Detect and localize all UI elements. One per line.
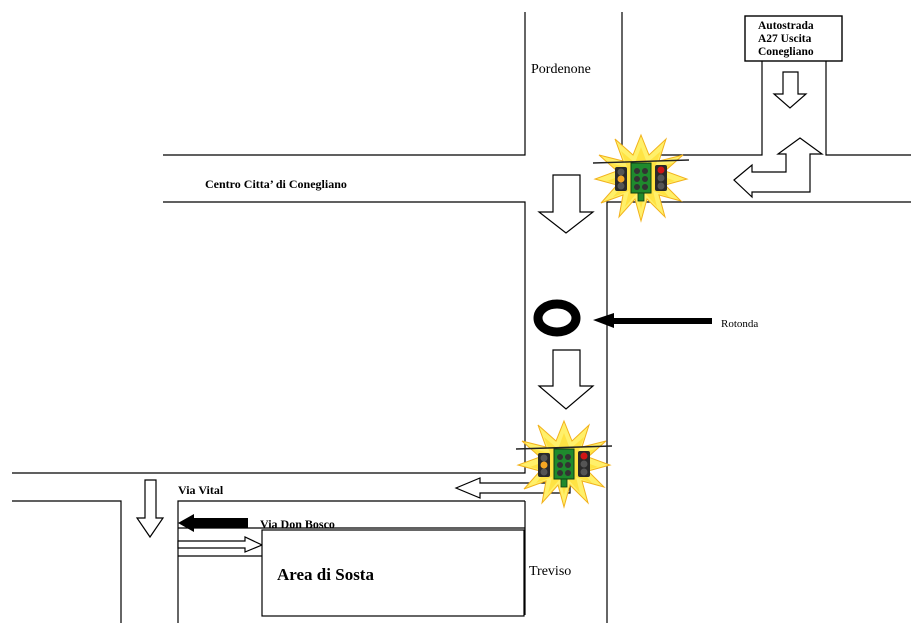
autostrada-sign: Autostrada A27 Uscita Conegliano: [744, 15, 843, 62]
road-pordenone-left-edge: [163, 12, 526, 156]
road-pordenone-right-edge: [621, 12, 763, 156]
road-via-vital-lower-edge: [12, 500, 122, 623]
road-centro-lower-edge: [12, 201, 526, 474]
autostrada-line-3: Conegliano: [758, 46, 814, 58]
label-pordenone: Pordenone: [531, 62, 591, 77]
label-area-di-sosta: Area di Sosta: [277, 565, 374, 584]
parking-entry-arrow: [177, 536, 264, 553]
autostrada-line-2: A27 Uscita: [758, 33, 812, 45]
road-network: [12, 12, 911, 623]
autostrada-exit-down-arrow: [772, 71, 808, 109]
road-via-don-bosco-upper-edge: [177, 500, 525, 623]
parking-area-box: [261, 529, 525, 617]
roundabout-pointer-arrow: [593, 313, 712, 328]
roundabout-icon: [533, 299, 581, 337]
traffic-light-icon: [515, 420, 613, 508]
label-centro-citta: Centro Citta’ di Conegliano: [205, 177, 347, 191]
label-rotonda: Rotonda: [721, 318, 758, 330]
via-vital-down-arrow: [135, 479, 165, 539]
label-via-don-bosco: Via Don Bosco: [260, 517, 335, 531]
autostrada-line-1: Autostrada: [758, 20, 814, 32]
road-autostrada-right-edge: [825, 60, 911, 156]
road-east-lower-edge: [606, 201, 911, 623]
label-via-vital: Via Vital: [178, 483, 224, 497]
via-don-bosco-left-arrow: [178, 514, 248, 532]
southbound-arrow-upper: [537, 174, 595, 234]
southbound-arrow-lower: [537, 349, 595, 410]
label-treviso: Treviso: [529, 564, 571, 579]
autostrada-turn-arrow: [733, 137, 824, 199]
